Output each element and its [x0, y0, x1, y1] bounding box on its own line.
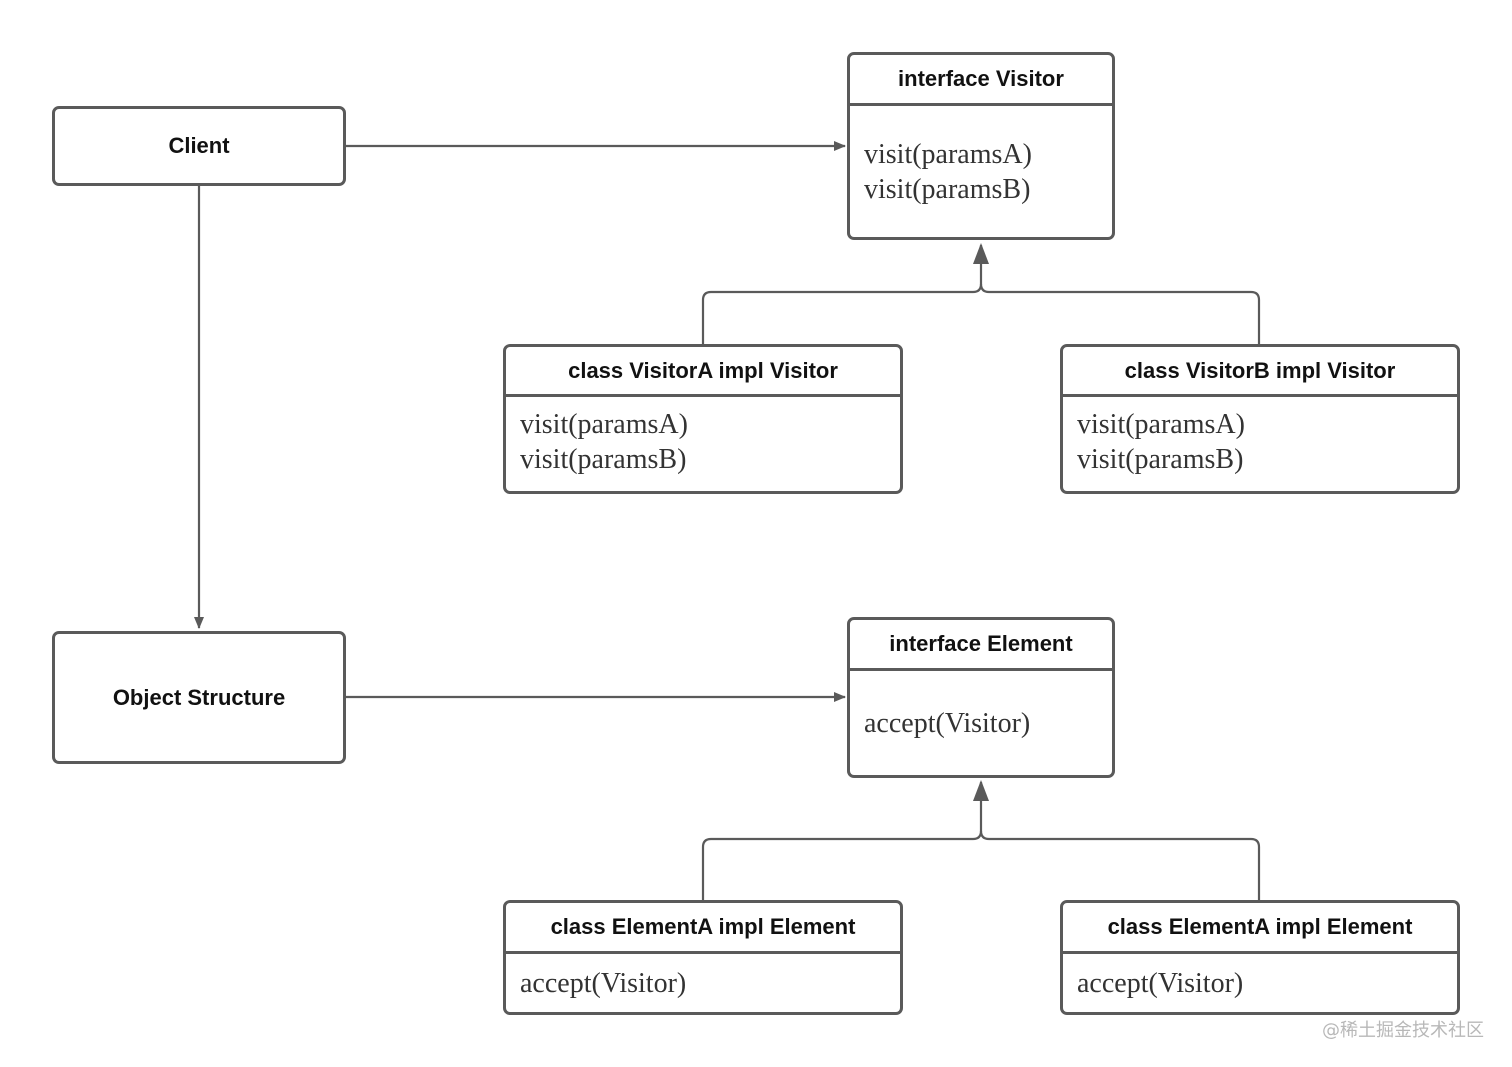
visitor-b-method-1: visit(paramsA): [1077, 409, 1245, 440]
interface-element-methods: accept(Visitor): [850, 671, 1112, 775]
visitor-a-title: class VisitorA impl Visitor: [506, 347, 900, 397]
element-a2-title: class ElementA impl Element: [1063, 903, 1457, 954]
client-label: Client: [168, 133, 230, 158]
interface-visitor-method-2: visit(paramsB): [864, 173, 1031, 205]
visitor-b-methods: visit(paramsA) visit(paramsB): [1063, 397, 1457, 491]
element-a2-methods: accept(Visitor): [1063, 954, 1457, 1012]
element-a-method-1: accept(Visitor): [520, 967, 687, 999]
arrowhead-element-inheritance: [973, 780, 989, 801]
visitor-a-method-2: visit(paramsB): [520, 444, 687, 475]
interface-visitor-methods: visit(paramsA) visit(paramsB): [850, 106, 1112, 237]
interface-element-title-text: interface Element: [889, 631, 1073, 656]
element-a2-node: class ElementA impl Element accept(Visit…: [1060, 900, 1460, 1015]
element-a-title-text: class ElementA impl Element: [550, 914, 856, 939]
visitor-b-title-text: class VisitorB impl Visitor: [1124, 357, 1396, 383]
visitor-a-node: class VisitorA impl Visitor visit(params…: [503, 344, 903, 494]
element-a-node: class ElementA impl Element accept(Visit…: [503, 900, 903, 1015]
edge-visitor-a-to-visitor: [701, 245, 983, 345]
edge-visitor-b-to-visitor: [979, 283, 1261, 345]
object-structure-label: Object Structure: [112, 684, 286, 710]
interface-element-title: interface Element: [850, 620, 1112, 671]
visitor-b-method-2: visit(paramsB): [1077, 444, 1244, 475]
visitor-b-node: class VisitorB impl Visitor visit(params…: [1060, 344, 1460, 494]
element-a2-method-1: accept(Visitor): [1077, 967, 1244, 999]
visitor-a-title-text: class VisitorA impl Visitor: [568, 357, 838, 383]
element-a-methods: accept(Visitor): [506, 954, 900, 1012]
client-node: Client: [52, 106, 346, 186]
edge-element-a-to-element: [701, 782, 983, 901]
element-a-title: class ElementA impl Element: [506, 903, 900, 954]
visitor-a-method-1: visit(paramsA): [520, 409, 688, 440]
interface-visitor-title-text: interface Visitor: [898, 66, 1064, 91]
element-a2-title-text: class ElementA impl Element: [1107, 914, 1413, 939]
visitor-b-title: class VisitorB impl Visitor: [1063, 347, 1457, 397]
interface-element-method-1: accept(Visitor): [864, 707, 1031, 739]
visitor-a-methods: visit(paramsA) visit(paramsB): [506, 397, 900, 491]
interface-visitor-method-1: visit(paramsA): [864, 138, 1032, 170]
interface-visitor-node: interface Visitor visit(paramsA) visit(p…: [847, 52, 1115, 240]
edge-element-a2-to-element: [979, 830, 1261, 901]
object-structure-node: Object Structure: [52, 631, 346, 764]
watermark: @稀土掘金技术社区: [1322, 1020, 1484, 1041]
interface-visitor-title: interface Visitor: [850, 55, 1112, 106]
interface-element-node: interface Element accept(Visitor): [847, 617, 1115, 778]
arrowhead-visitor-inheritance: [973, 243, 989, 264]
